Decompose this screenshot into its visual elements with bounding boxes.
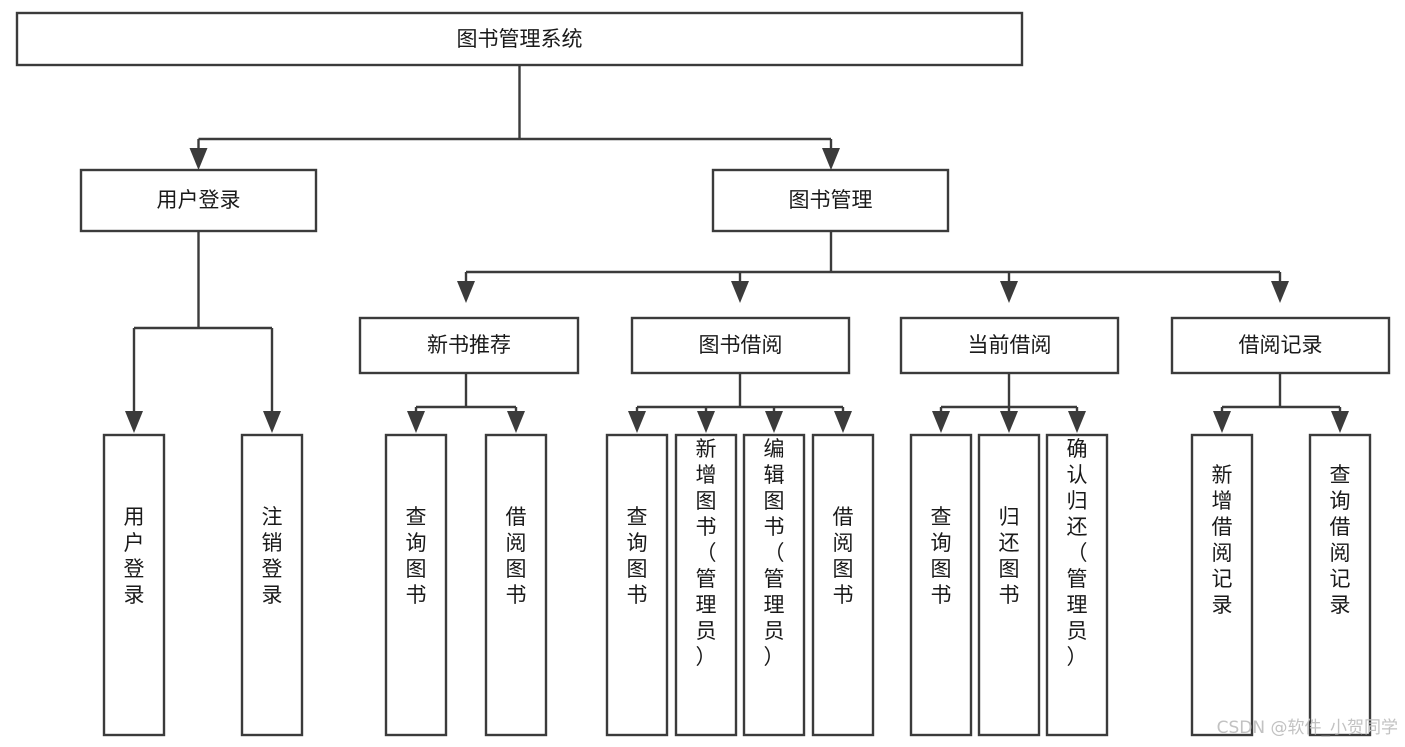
node-user-login[interactable]: 用户登录 — [79, 168, 318, 233]
node-leaf-add-record-label: 新增借阅记录 — [1212, 463, 1233, 617]
node-borrow-record-label: 借阅记录 — [1239, 333, 1323, 357]
arrow-icon-edit-book — [765, 411, 783, 433]
node-leaf-query-book-c-box[interactable] — [909, 433, 973, 737]
node-current-borrow[interactable]: 当前借阅 — [899, 316, 1120, 375]
arrow-icon-root-user-login — [189, 148, 208, 170]
node-leaf-query-record-box[interactable] — [1308, 433, 1372, 737]
connector-group-book-borrow — [628, 373, 852, 433]
arrow-icon-return-book — [1000, 411, 1018, 433]
node-leaf-return-book[interactable]: 归还图书 — [977, 433, 1041, 737]
arrow-icon-root-book-mgmt — [822, 148, 840, 170]
node-user-login-label: 用户登录 — [157, 188, 241, 212]
node-leaf-borrow-book-b-box[interactable] — [811, 433, 875, 737]
node-leaf-logout-label: 注销登录 — [262, 505, 283, 607]
node-leaf-user-login[interactable]: 用户登录 — [102, 433, 166, 737]
arrow-icon-confirm-return — [1068, 411, 1086, 433]
node-leaf-logout[interactable]: 注销登录 — [240, 433, 304, 737]
node-leaf-query-book-a-label: 查询图书 — [406, 505, 427, 607]
arrow-icon-borrow-book-b — [834, 411, 852, 433]
node-leaf-query-book-c[interactable]: 查询图书 — [909, 433, 973, 737]
node-book-mgmt[interactable]: 图书管理 — [711, 168, 950, 233]
node-leaf-add-book[interactable]: 新增图书（管理员） — [674, 433, 738, 737]
arrow-icon-query-book-b — [628, 411, 646, 433]
node-leaf-edit-book-box[interactable] — [742, 433, 806, 737]
node-leaf-confirm-return-box[interactable] — [1045, 433, 1109, 737]
node-leaf-user-login-label: 用户登录 — [124, 505, 145, 607]
node-book-mgmt-label: 图书管理 — [789, 188, 873, 212]
connector-group-new-book-rec — [407, 373, 525, 433]
arrow-icon-current-borrow — [1000, 281, 1018, 303]
node-book-borrow-label: 图书借阅 — [699, 333, 783, 357]
node-leaf-query-book-a[interactable]: 查询图书 — [384, 433, 448, 737]
node-leaf-query-record[interactable]: 查询借阅记录 — [1308, 433, 1372, 737]
node-leaf-logout-box[interactable] — [240, 433, 304, 737]
node-leaf-return-book-label: 归还图书 — [999, 505, 1020, 607]
node-borrow-record-box[interactable] — [1170, 316, 1391, 375]
node-current-borrow-box[interactable] — [899, 316, 1120, 375]
connector-group-book-mgmt — [457, 231, 1289, 303]
connector-group-current-borrow — [932, 373, 1086, 433]
node-root[interactable]: 图书管理系统 — [15, 11, 1024, 67]
node-new-book-rec-box[interactable] — [358, 316, 580, 375]
node-leaf-user-login-box[interactable] — [102, 433, 166, 737]
node-borrow-record[interactable]: 借阅记录 — [1170, 316, 1391, 375]
arrow-icon-book-borrow — [731, 281, 749, 303]
arrow-icon-add-record — [1213, 411, 1231, 433]
arrow-icon-borrow-record — [1271, 281, 1289, 303]
node-book-borrow[interactable]: 图书借阅 — [630, 316, 851, 375]
node-book-borrow-box[interactable] — [630, 316, 851, 375]
node-leaf-confirm-return[interactable]: 确认归还（管理员） — [1045, 433, 1109, 737]
node-leaf-query-book-b-label: 查询图书 — [627, 505, 648, 607]
node-current-borrow-label: 当前借阅 — [968, 333, 1052, 357]
node-leaf-add-book-box[interactable] — [674, 433, 738, 737]
arrow-icon-add-book — [697, 411, 715, 433]
node-root-label: 图书管理系统 — [457, 27, 583, 51]
node-leaf-return-book-box[interactable] — [977, 433, 1041, 737]
node-leaf-add-book-label: 新增图书（管理员） — [696, 437, 717, 669]
arrow-icon-user-login-1 — [125, 411, 143, 433]
node-leaf-edit-book[interactable]: 编辑图书（管理员） — [742, 433, 806, 737]
node-user-login-box[interactable] — [79, 168, 318, 233]
node-leaf-query-book-a-box[interactable] — [384, 433, 448, 737]
node-leaf-query-book-c-label: 查询图书 — [931, 505, 952, 607]
node-new-book-rec-label: 新书推荐 — [427, 333, 511, 357]
arrow-icon-query-book-c — [932, 411, 950, 433]
watermark-label: CSDN @软件_小贺同学 — [1217, 718, 1398, 738]
arrow-icon-new-book-rec — [457, 281, 475, 303]
node-leaf-borrow-book-a[interactable]: 借阅图书 — [484, 433, 548, 737]
node-root-box[interactable] — [15, 11, 1024, 67]
arrow-icon-query-book-a — [407, 411, 425, 433]
arrow-icon-query-record — [1331, 411, 1349, 433]
arrow-icon-borrow-book-a — [507, 411, 525, 433]
node-leaf-add-record-box[interactable] — [1190, 433, 1254, 737]
node-leaf-confirm-return-label: 确认归还（管理员） — [1067, 437, 1088, 669]
node-leaf-borrow-book-a-label: 借阅图书 — [506, 505, 527, 607]
connector-group-borrow-record — [1213, 373, 1349, 433]
node-leaf-add-record[interactable]: 新增借阅记录 — [1190, 433, 1254, 737]
node-leaf-query-record-label: 查询借阅记录 — [1330, 463, 1351, 617]
arrow-icon-user-login-2 — [263, 411, 281, 433]
node-leaf-edit-book-label: 编辑图书（管理员） — [764, 437, 785, 669]
node-leaf-borrow-book-a-box[interactable] — [484, 433, 548, 737]
node-leaf-borrow-book-b-label: 借阅图书 — [833, 505, 854, 607]
connector-group-user-login — [125, 231, 281, 433]
node-book-mgmt-box[interactable] — [711, 168, 950, 233]
node-leaf-borrow-book-b[interactable]: 借阅图书 — [811, 433, 875, 737]
node-new-book-rec[interactable]: 新书推荐 — [358, 316, 580, 375]
node-leaf-query-book-b-box[interactable] — [605, 433, 669, 737]
connector-group-root — [189, 65, 840, 170]
node-leaf-query-book-b[interactable]: 查询图书 — [605, 433, 669, 737]
